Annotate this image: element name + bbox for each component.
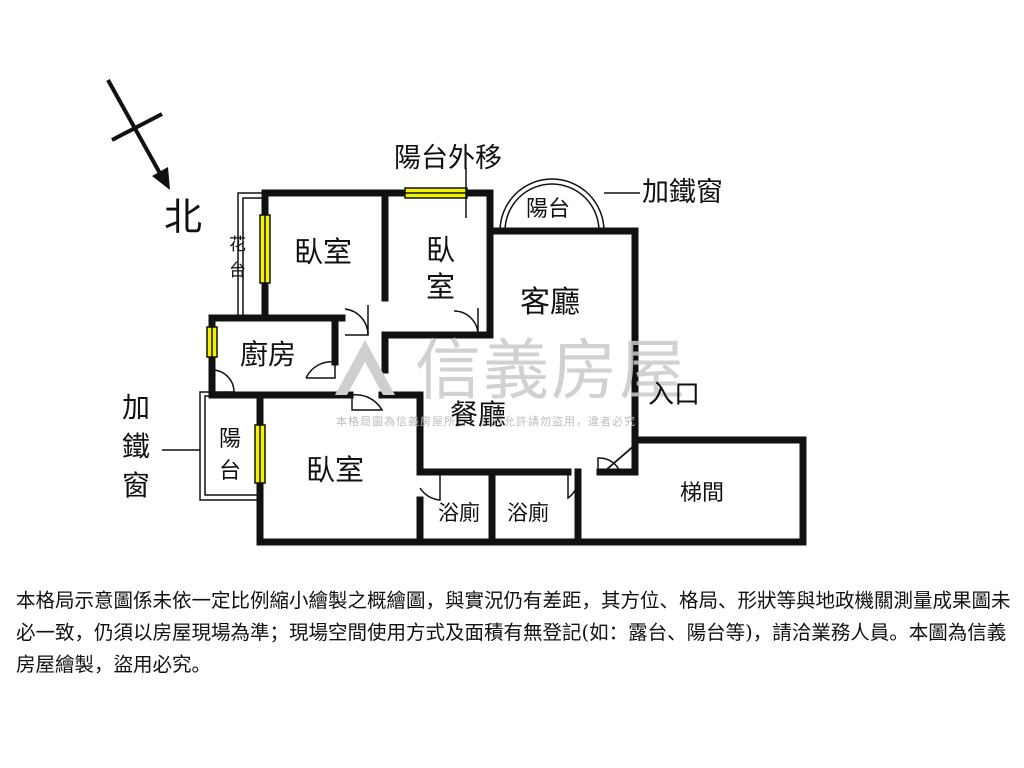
door-bath-left	[419, 471, 441, 501]
door-balcony-left	[211, 369, 235, 393]
door-bath-right	[567, 472, 579, 500]
north-arrow-icon	[106, 79, 170, 190]
label-bedroom-top-left: 臥室	[294, 235, 352, 269]
left-balcony-outline	[199, 391, 260, 501]
label-kitchen: 廚房	[240, 338, 296, 371]
annotation-iron-window-left-1: 加	[122, 391, 150, 424]
door-kitchen	[305, 361, 336, 379]
door-bedroom-bottom	[351, 394, 384, 411]
annotation-iron-window-left-2: 鐵	[122, 430, 150, 463]
annotation-iron-window-right: 加鐵窗	[642, 177, 723, 208]
label-bathroom-left: 浴廁	[438, 501, 480, 525]
watermark-notice: 本格局圖為信義房屋所有，未經允許請勿盜用，違者必究	[336, 414, 636, 428]
label-balcony-left-1: 陽	[219, 427, 241, 452]
annotations: 陽台外移 加鐵窗 加 鐵 窗 入口	[122, 143, 723, 502]
label-living-room: 客廳	[520, 285, 580, 320]
label-balcony-top: 陽台	[526, 197, 570, 222]
label-bathroom-right: 浴廁	[507, 501, 549, 525]
annotation-iron-window-left-3: 窗	[122, 469, 150, 502]
label-planter-1: 花	[229, 235, 246, 255]
disclaimer-text: 本格局示意圖係未依一定比例縮小繪製之概繪圖，與實況仍有差距，其方位、格局、形狀等…	[16, 589, 1011, 676]
top-balcony-outline	[499, 178, 605, 235]
watermark: 信義房屋 本格局圖為信義房屋所有，未經允許請勿盜用，違者必究	[335, 332, 687, 428]
label-dining-room: 餐廳	[450, 398, 506, 431]
label-stairwell: 梯間	[680, 481, 724, 506]
label-bedroom-top-middle-2: 室	[426, 270, 455, 304]
room-labels: 臥室 臥 室 客廳 廚房 餐廳 臥室 浴廁 浴廁 梯間 陽台 陽 台 花 台	[219, 197, 724, 525]
annotation-entrance: 入口	[648, 380, 700, 410]
floor-plan: 北	[106, 79, 807, 546]
door-entrance	[597, 457, 622, 473]
door-bedroom-left	[344, 308, 369, 336]
label-balcony-left-2: 台	[219, 459, 241, 484]
annotation-balcony-moved-out: 陽台外移	[394, 143, 502, 174]
label-bedroom-bottom: 臥室	[306, 453, 364, 487]
label-planter-2: 台	[229, 261, 246, 281]
watermark-brand: 信義房屋	[415, 332, 687, 409]
north-label: 北	[164, 195, 202, 239]
leader-lines	[162, 168, 640, 451]
watermark-logo-icon	[335, 340, 395, 395]
windows	[206, 187, 468, 484]
label-bedroom-top-middle-1: 臥	[426, 233, 455, 267]
doors	[211, 305, 637, 501]
planter-outline	[237, 192, 265, 318]
